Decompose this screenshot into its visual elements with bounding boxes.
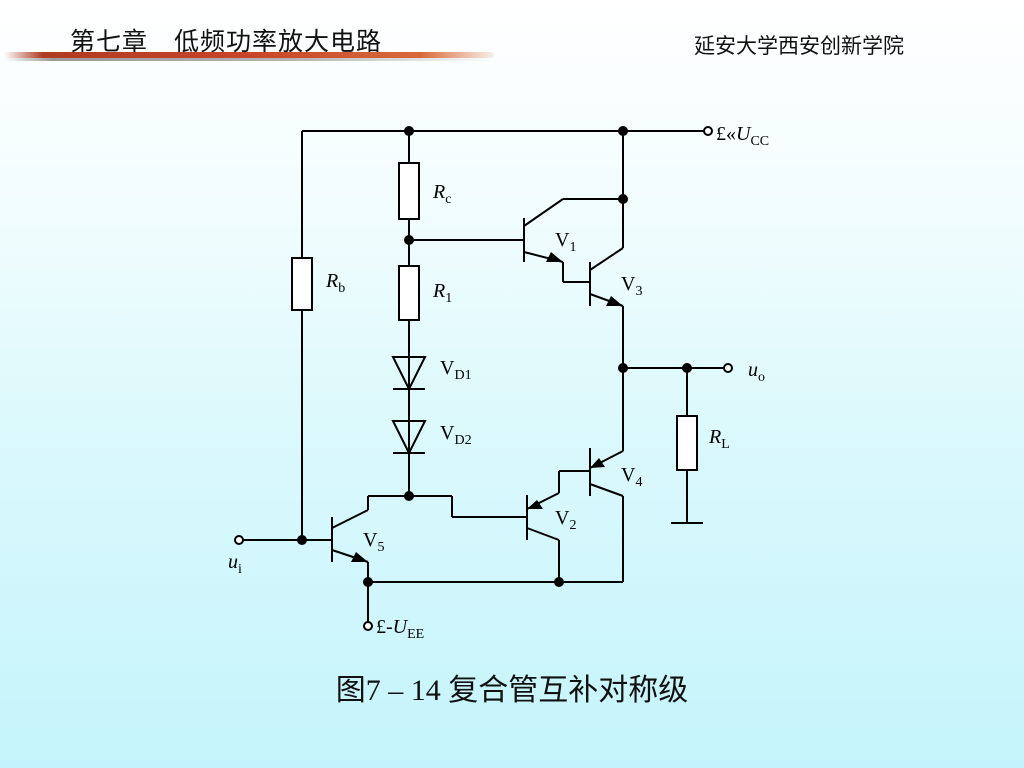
label-uo: uo bbox=[748, 359, 765, 385]
label-rb: Rb bbox=[325, 270, 345, 296]
diodes bbox=[391, 356, 427, 456]
label-vd1: VD1 bbox=[440, 357, 472, 383]
label-v1: V1 bbox=[555, 229, 576, 255]
resistor-r1 bbox=[398, 265, 420, 321]
junction-dots bbox=[297, 126, 692, 587]
label-vee: £-UEE bbox=[376, 616, 424, 642]
resistor-rc bbox=[398, 162, 420, 220]
wires bbox=[243, 130, 724, 622]
terminal-vcc bbox=[703, 126, 713, 136]
label-rc: Rc bbox=[432, 181, 451, 207]
label-rl: RL bbox=[708, 426, 730, 452]
emitter-arrows bbox=[351, 252, 623, 562]
arrow-v5 bbox=[351, 552, 368, 562]
diode-vd1 bbox=[391, 356, 427, 392]
arrow-v3 bbox=[606, 296, 623, 306]
arrow-v1 bbox=[546, 252, 563, 262]
terminal-vee bbox=[363, 621, 373, 631]
chapter-title: 第七章 低频功率放大电路 bbox=[70, 29, 383, 56]
figure-caption: 图7 – 14 复合管互补对称级 bbox=[335, 674, 689, 707]
label-vd2: VD2 bbox=[440, 422, 472, 448]
label-vcc: £«UCC bbox=[716, 123, 769, 149]
label-ui: ui bbox=[228, 551, 242, 577]
terminals bbox=[234, 126, 733, 631]
header-rule bbox=[4, 52, 494, 58]
resistor-rl bbox=[676, 415, 698, 471]
terminal-uo bbox=[723, 363, 733, 373]
header-rule-shadow bbox=[4, 58, 494, 61]
label-v2: V2 bbox=[555, 507, 576, 533]
arrow-v4 bbox=[590, 458, 605, 468]
school-name: 延安大学西安创新学院 bbox=[694, 34, 904, 58]
diode-vd2 bbox=[391, 420, 427, 456]
label-r1: R1 bbox=[432, 280, 452, 306]
label-v3: V3 bbox=[621, 273, 642, 299]
arrow-v2 bbox=[527, 500, 543, 509]
label-v4: V4 bbox=[621, 464, 642, 490]
terminal-ui bbox=[234, 535, 244, 545]
resistor-rb bbox=[291, 257, 313, 311]
resistors bbox=[291, 162, 698, 471]
label-v5: V5 bbox=[363, 529, 384, 555]
